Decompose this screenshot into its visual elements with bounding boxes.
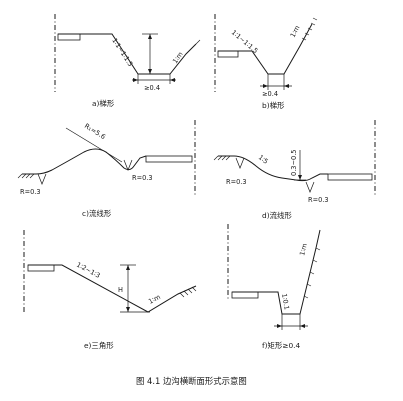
- panel-e-caption: e)三角形: [84, 341, 114, 350]
- panel-b-bottom-width: ≥0.4: [262, 90, 278, 98]
- panel-c-radius-right: R=0.3: [132, 174, 153, 182]
- panel-a-slope-left: 1∶1~1∶1.5: [110, 37, 134, 68]
- panel-f-slope-left: 1∶0.1: [280, 293, 291, 311]
- panel-f-caption: f)矩形≥0.4: [262, 341, 301, 350]
- panel-b-caption: b)梯形: [262, 101, 285, 110]
- panel-b-slope-right: 1∶m: [289, 24, 302, 39]
- panel-b-trapezoid: 1∶1~1∶1.5 1∶m ≥0.4 b)梯形: [214, 14, 318, 110]
- panel-c-streamline: R₁=5.6 R=0.3 R=0.3 c)流线形: [17, 120, 196, 218]
- panel-f-slope-right: 1∶m: [298, 243, 309, 257]
- panel-e-slope-left: 1∶2~1∶3: [75, 261, 101, 280]
- panel-e-height: H: [118, 286, 123, 294]
- panel-f-rectangle: 1∶0.1 1∶m f)矩形≥0.4: [227, 224, 321, 350]
- panel-c-radius-top: R₁=5.6: [83, 122, 107, 141]
- panel-a-trapezoid: 1∶1~1∶1.5 1∶m ≥0.4 a)梯形: [54, 14, 201, 108]
- panel-d-depth: 0.3~0.5: [290, 150, 298, 177]
- panel-a-caption: a)梯形: [92, 99, 115, 108]
- panel-d-caption: d)流线形: [262, 211, 292, 220]
- figure-title: 图 4.1 边沟横断面形式示意图: [136, 376, 247, 386]
- panel-e-slope-right: 1∶m: [147, 293, 162, 306]
- panel-d-radius-left: R=0.3: [226, 178, 247, 186]
- panel-e-triangle: 1∶2~1∶3 H 1∶m e)三角形: [23, 230, 197, 350]
- panel-a-bottom-width: ≥0.4: [144, 84, 160, 92]
- panel-c-caption: c)流线形: [82, 209, 112, 218]
- panel-d-streamline: 1∶5 0.3~0.5 R=0.3 R=0.3 d)流线形: [213, 120, 376, 220]
- panel-d-radius-right: R=0.3: [308, 196, 329, 204]
- panel-a-slope-right: 1∶m: [171, 50, 185, 65]
- panel-d-slope: 1∶5: [257, 153, 270, 166]
- panel-c-radius-left: R=0.3: [20, 188, 41, 196]
